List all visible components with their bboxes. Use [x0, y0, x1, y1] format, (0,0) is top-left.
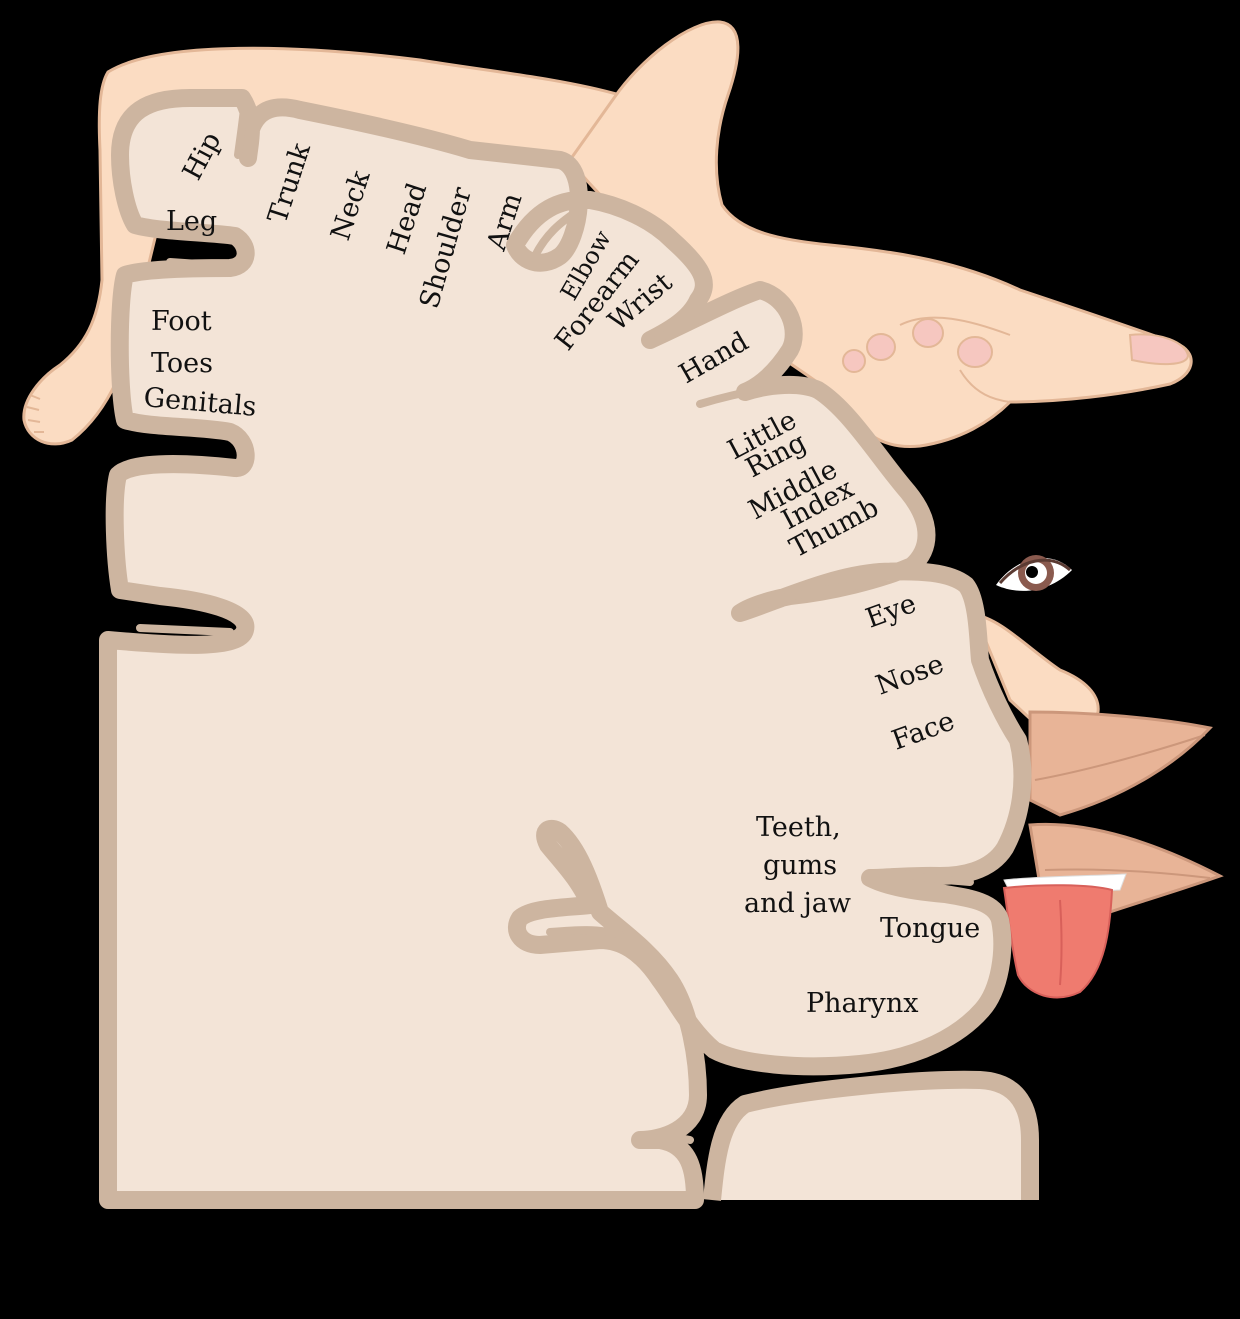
label-pharynx: Pharynx	[806, 988, 918, 1019]
finger-crease	[899, 316, 1011, 336]
fingernail-icon	[912, 318, 944, 348]
label-toes: Toes	[151, 348, 213, 379]
label-foot: Foot	[151, 306, 212, 337]
finger-crease	[959, 369, 1011, 403]
cortex-gyri	[99, 89, 1032, 1209]
fingernail-icon	[866, 333, 896, 361]
body-part-labels: Hip Leg Trunk Neck Head Shoulder Arm Elb…	[142, 127, 980, 1019]
tongue-icon	[1002, 884, 1114, 999]
label-teeth-line1: Teeth,	[756, 812, 841, 843]
hand-fingers	[842, 316, 1190, 403]
cortex-lower-gyrus	[703, 1070, 1039, 1201]
label-teeth-line3: and jaw	[744, 888, 851, 919]
thumb-nail-icon	[1128, 333, 1190, 366]
eye-icon	[996, 555, 1072, 591]
label-leg: Leg	[166, 206, 217, 237]
fingernail-icon	[957, 336, 993, 368]
label-tongue: Tongue	[880, 913, 980, 944]
fingernail-icon	[842, 349, 866, 373]
toe-lines	[26, 394, 44, 433]
label-teeth-line2: gums	[763, 850, 837, 881]
sulci	[136, 96, 974, 1144]
